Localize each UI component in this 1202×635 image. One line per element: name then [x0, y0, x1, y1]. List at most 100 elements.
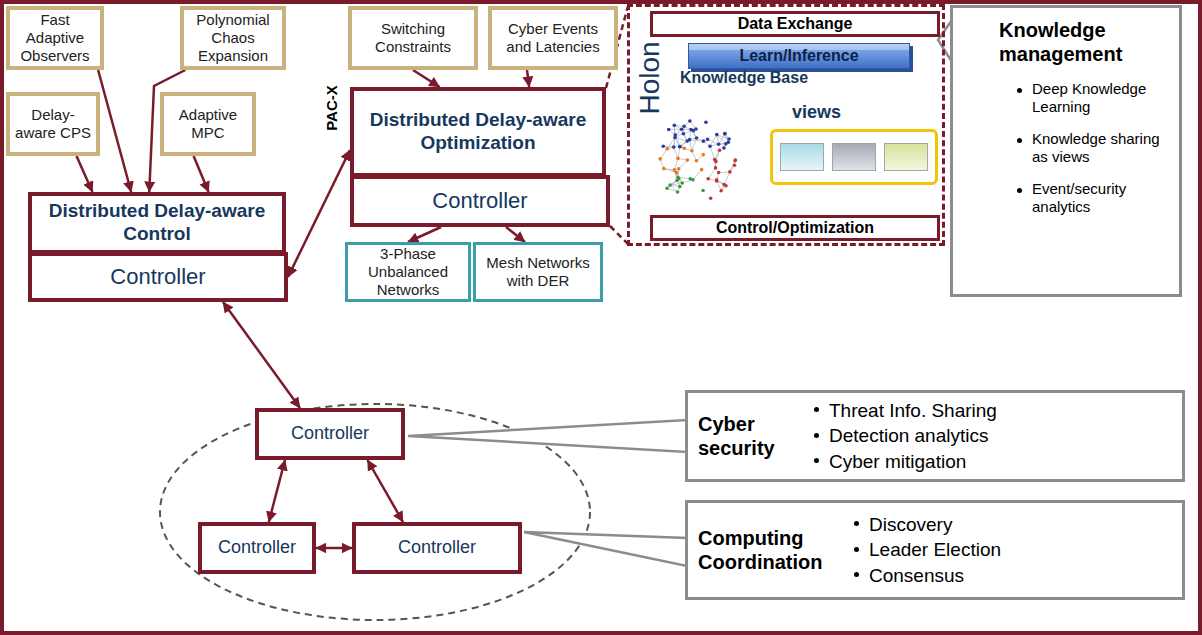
method-box: Polynomial Chaos Expansion [180, 6, 286, 70]
controller-box: Controller [350, 175, 610, 227]
connector-arrow [98, 70, 131, 192]
bullet-dot [854, 521, 859, 526]
callout-box: Knowledge managementDeep Knowledge Learn… [950, 5, 1182, 297]
connector-arrow [288, 150, 350, 277]
node-label: Fast Adaptive Observers [12, 11, 98, 65]
bullet-text: Detection analytics [829, 423, 988, 449]
bullet-list: DiscoveryLeader ElectionConsensus [854, 512, 1001, 589]
bullet-item: Knowledge sharing as views [1017, 130, 1171, 166]
graph-node [678, 145, 682, 149]
graph-node [702, 139, 706, 143]
graph-node [668, 183, 672, 187]
graph-node [701, 189, 705, 193]
graph-node [692, 129, 696, 133]
method-box: Cyber Events and Latencies [488, 6, 618, 70]
graph-node [727, 137, 731, 141]
graph-node [682, 132, 686, 136]
callout-title: Cyber security [698, 412, 798, 460]
node-label: Cyber Events and Latencies [494, 20, 612, 56]
graph-link [692, 138, 697, 151]
views-frame [770, 129, 938, 185]
graph-node [718, 148, 722, 152]
bullet-dot [854, 572, 859, 577]
connector-arrow [413, 70, 440, 87]
bullet-item: Leader Election [854, 537, 1001, 563]
method-box: Delay-aware CPS [6, 92, 100, 156]
graph-node [714, 160, 718, 164]
graph-node [704, 120, 708, 124]
graph-node [680, 181, 684, 185]
graph-node [667, 128, 671, 132]
graph-node [719, 189, 723, 193]
graph-link [710, 146, 715, 159]
connector-arrow [408, 227, 441, 242]
connector-arrow [194, 156, 209, 192]
callout-box: Cyber security Threat Info. SharingDetect… [685, 390, 1185, 482]
graph-node [673, 136, 677, 140]
graph-node [724, 184, 728, 188]
graph-node [678, 145, 682, 149]
graph-node [700, 168, 704, 172]
callout-title: Knowledge management [999, 18, 1171, 66]
callout-box: Computing CoordinationDiscoveryLeader El… [685, 500, 1185, 600]
graph-link [708, 139, 719, 144]
node-label: Distributed Delay-aware Control [40, 200, 274, 246]
graph-node [662, 167, 666, 171]
graph-node [706, 177, 710, 181]
bullet-text: Threat Info. Sharing [829, 398, 997, 424]
node-label: Controller [110, 264, 205, 290]
bullet-text: Deep Knowledge Learning [1032, 80, 1171, 116]
graph-node [717, 142, 721, 146]
node-label: Delay-aware CPS [12, 106, 94, 142]
graph-link [669, 129, 682, 130]
bullet-text: Discovery [869, 512, 952, 538]
network-box: Mesh Networks with DER [473, 242, 603, 302]
bullet-text: Knowledge sharing as views [1032, 130, 1171, 166]
bullet-item: Cyber mitigation [814, 449, 997, 475]
graph-node [695, 159, 699, 163]
graph-node [690, 149, 694, 153]
graph-link [660, 149, 667, 159]
bullet-dot [1017, 188, 1022, 193]
bullet-text: Cyber mitigation [829, 449, 966, 475]
holon-region: HolonData ExchangeLearn/InferenceviewsCo… [627, 4, 945, 246]
network-box: 3-Phase Unbalanced Networks [345, 242, 471, 302]
view-tile [780, 143, 824, 171]
node-label: Adaptive MPC [166, 106, 250, 142]
node-label: Distributed Delay-aware Optimization [362, 109, 594, 155]
graph-node [728, 170, 732, 174]
function-box: Distributed Delay-aware Control [28, 192, 286, 254]
graph-link [664, 169, 677, 173]
connector-arrow [269, 460, 285, 522]
graph-node [733, 159, 737, 163]
connector-arrow [223, 302, 300, 408]
graph-node [708, 144, 712, 148]
node-label: Controller [291, 423, 369, 445]
bullet-dot [814, 433, 819, 438]
node-label: Controller [432, 188, 527, 214]
graph-node [676, 176, 680, 180]
views-title: views [770, 101, 938, 123]
graph-link [675, 137, 687, 141]
callout-pointer [408, 420, 687, 452]
method-box: Adaptive MPC [160, 92, 256, 156]
bullet-dot [814, 407, 819, 412]
graph-link [693, 170, 702, 180]
graph-node [722, 146, 726, 150]
views-box: views [770, 101, 938, 195]
controller-box: Controller [352, 522, 522, 574]
node-label: Controller [398, 537, 476, 559]
graph-link [710, 135, 717, 147]
graph-node [701, 153, 705, 157]
node-label: Controller [218, 537, 296, 559]
zoom-line [610, 226, 628, 244]
bullet-item: Event/security analytics [1017, 180, 1171, 216]
bullet-dot [1017, 138, 1022, 143]
vertical-label: PAC-X [324, 85, 339, 131]
graph-link [679, 160, 688, 169]
graph-node [724, 142, 728, 146]
graph-node [682, 124, 686, 128]
method-box: Switching Constraints [348, 6, 478, 70]
graph-node [673, 124, 677, 128]
graph-link [724, 172, 730, 185]
